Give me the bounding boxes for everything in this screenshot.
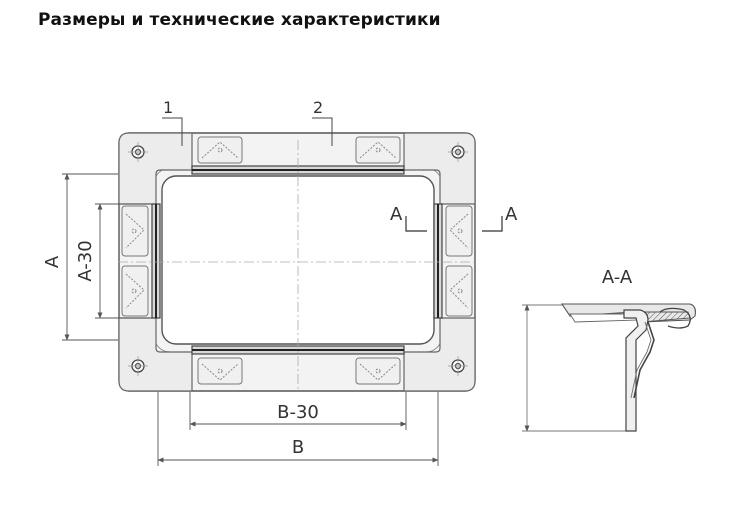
rails <box>151 165 443 355</box>
section-view <box>522 303 696 432</box>
callout-leaders <box>162 117 333 146</box>
hole-centerlines <box>128 142 468 376</box>
dimension-inner-width <box>189 392 407 430</box>
dimension-outer-height <box>62 173 118 341</box>
dimension-label-a-30: A-30 <box>75 240 96 281</box>
frame-plan-view <box>118 132 476 392</box>
corner-pieces <box>118 132 476 392</box>
section-cut-marks <box>405 216 503 232</box>
callout-2: 2 <box>313 98 323 117</box>
dimension-label-a: A <box>42 255 63 268</box>
dimension-label-b: B <box>292 437 304 458</box>
section-view-title: A-A <box>602 267 633 288</box>
dimension-outer-width <box>157 392 439 466</box>
section-mark-left: A <box>390 204 403 225</box>
side-brackets <box>121 136 473 385</box>
dimension-label-b-30: B-30 <box>277 402 319 423</box>
bracket-details <box>125 141 469 381</box>
callout-1: 1 <box>163 98 173 117</box>
center-lines <box>118 140 478 392</box>
page-title: Размеры и технические характеристики <box>38 10 441 30</box>
dimension-inner-height <box>95 203 150 319</box>
section-mark-right: A <box>505 204 518 225</box>
